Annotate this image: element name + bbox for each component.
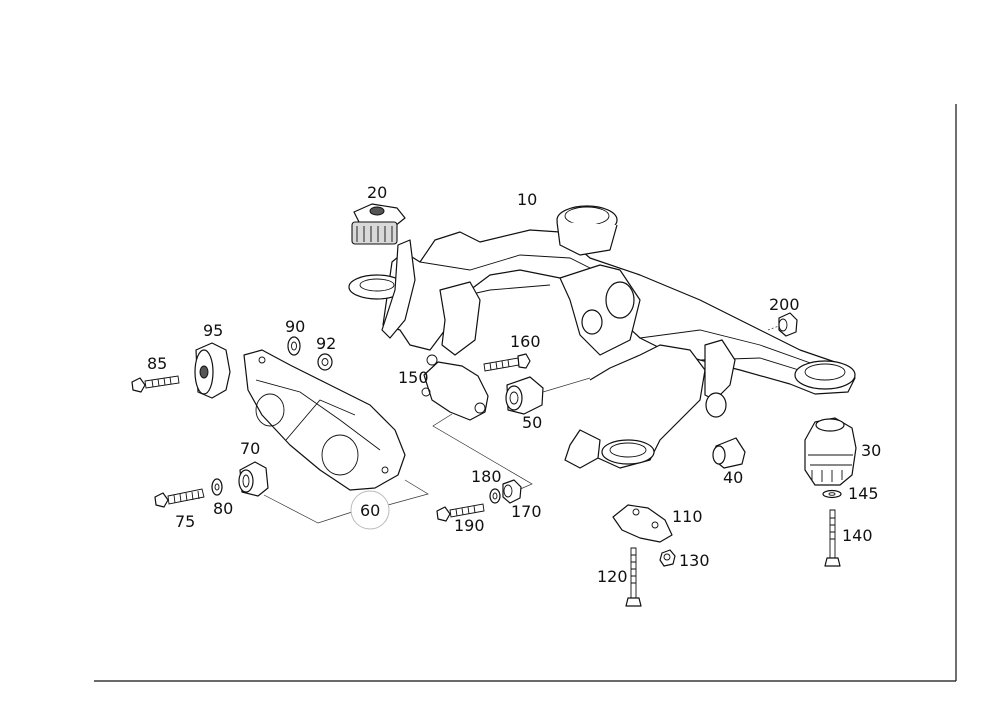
nut-part-130[interactable]: [659, 549, 676, 567]
housing-cover-part-60[interactable]: [243, 349, 406, 491]
washer-part-90[interactable]: [287, 336, 301, 356]
callout-40: 40: [723, 468, 743, 487]
callout-160: 160: [510, 332, 541, 351]
bolt-part-120[interactable]: [625, 547, 642, 607]
bracket-part-150[interactable]: [421, 354, 489, 421]
bushing-part-40[interactable]: [712, 437, 746, 469]
callout-80: 80: [213, 499, 233, 518]
leader-60: [263, 479, 429, 524]
bushing-part-170[interactable]: [502, 479, 522, 504]
callout-30: 30: [861, 441, 881, 460]
mount-bushing-part-20[interactable]: [351, 203, 406, 245]
bushing-part-200[interactable]: [778, 312, 798, 337]
callout-85: 85: [147, 354, 167, 373]
callout-120: 120: [597, 567, 628, 586]
callout-92: 92: [316, 334, 336, 353]
callout-60: 60: [360, 501, 380, 520]
callout-170: 170: [511, 502, 542, 521]
washer-part-180[interactable]: [489, 488, 501, 504]
rubber-mount-part-30[interactable]: [804, 417, 857, 486]
washer-part-92[interactable]: [317, 353, 333, 371]
callout-130: 130: [679, 551, 710, 570]
callout-circle-60: [350, 490, 390, 530]
callout-190: 190: [454, 516, 485, 535]
callout-90: 90: [285, 317, 305, 336]
leader-150: [432, 413, 533, 491]
bushing-part-95[interactable]: [194, 342, 231, 399]
callout-180: 180: [471, 467, 502, 486]
callout-145: 145: [848, 484, 879, 503]
callout-10: 10: [517, 190, 537, 209]
bolt-part-190[interactable]: [436, 503, 485, 522]
callout-70: 70: [240, 439, 260, 458]
washer-part-80[interactable]: [211, 478, 223, 496]
leader-50: [542, 377, 591, 393]
bolt-part-160[interactable]: [483, 353, 531, 372]
callout-75: 75: [175, 512, 195, 531]
callout-20: 20: [367, 183, 387, 202]
callout-150: 150: [398, 368, 429, 387]
callout-140: 140: [842, 526, 873, 545]
callout-200: 200: [769, 295, 800, 314]
bushing-part-50[interactable]: [505, 376, 544, 415]
callout-110: 110: [672, 507, 703, 526]
washer-part-145[interactable]: [822, 489, 842, 499]
bolt-part-85[interactable]: [131, 375, 180, 393]
bushing-part-70[interactable]: [238, 461, 269, 497]
bolt-part-75[interactable]: [154, 488, 205, 508]
bolt-part-140[interactable]: [824, 509, 841, 567]
bracket-part-110[interactable]: [612, 504, 673, 543]
callout-50: 50: [522, 413, 542, 432]
subframe-part-10[interactable]: [348, 205, 856, 469]
leader-200: [767, 325, 780, 331]
callout-95: 95: [203, 321, 223, 340]
